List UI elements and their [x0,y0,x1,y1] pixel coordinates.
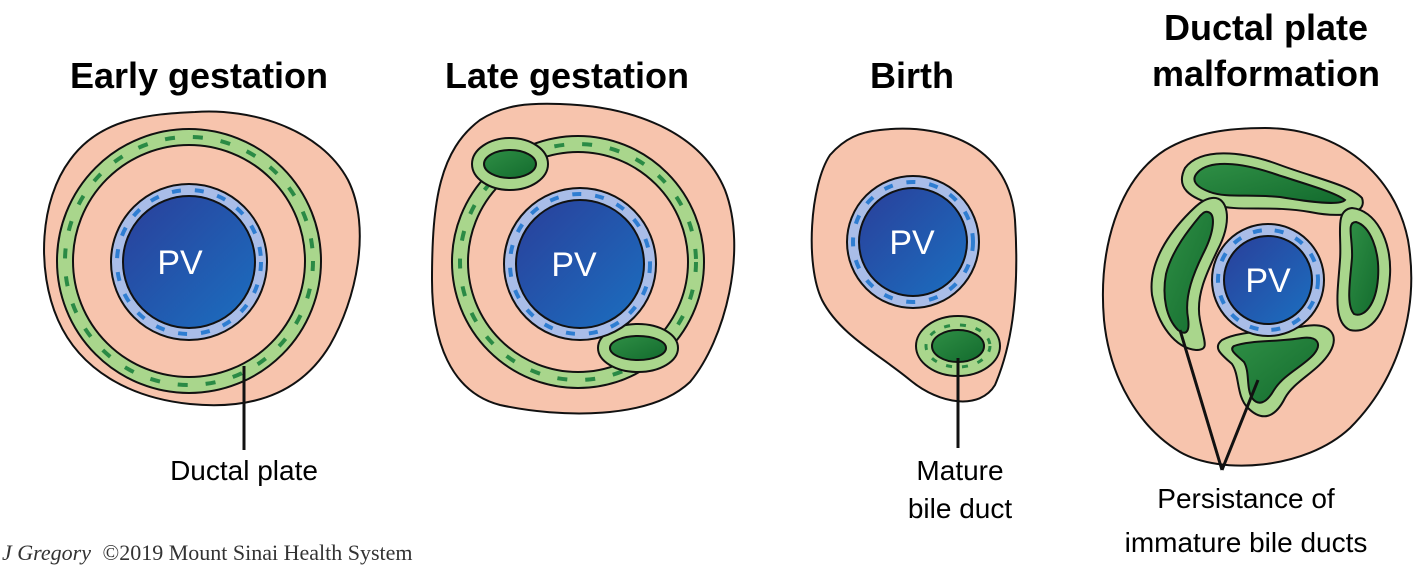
pv-label-early: PV [157,244,203,282]
portal-vein-late: PV [503,187,657,341]
portal-vein-malformation: PV [1211,223,1325,337]
callout-mature: Mature [916,455,1003,486]
callout-persistance-of: Persistance of [1157,483,1335,514]
immature-duct-top [1180,152,1364,216]
panel-title-malformation: malformation [1152,53,1380,94]
forming-duct-late-1 [471,137,549,191]
credit-copyright: ©2019 Mount Sinai Health System [103,540,413,565]
pv-label-malformation: PV [1245,262,1291,300]
panel-ductal-plate-malformation: Ductal plate malformation PV Persistance… [1101,7,1413,558]
callout-line-persistence-left [1178,329,1224,471]
immature-duct-left [1150,196,1228,352]
panel-title-late-gestation: Late gestation [445,55,689,96]
panel-title-early-gestation: Early gestation [70,55,328,96]
credit-author: J Gregory [2,540,91,565]
pv-label-late: PV [551,246,597,284]
panel-birth: Birth PV Mature bile duct [810,55,1018,524]
callout-immature-bile-ducts: immature bile ducts [1125,527,1368,558]
panel-late-gestation: Late gestation PV [430,55,736,415]
credit-line: J Gregory ©2019 Mount Sinai Health Syste… [2,540,413,565]
svg-text:J Gregory ©2019 Mount Si: J Gregory ©2019 Mount Sinai Health Syste… [2,540,413,565]
immature-duct-right [1336,206,1392,332]
ductal-plate-ring-early [56,128,322,394]
pv-label-birth: PV [889,224,935,262]
panel-title-ductal-plate: Ductal plate [1164,7,1368,48]
panel-title-birth: Birth [870,55,954,96]
callout-line-persistence-right [1220,379,1260,471]
panel-early-gestation: Early gestation PV Ductal plate [43,55,361,486]
ductal-plate-ring-late [451,135,705,389]
forming-duct-late-2 [597,323,679,373]
mature-bile-duct [915,315,1001,377]
callout-bile-duct: bile duct [908,493,1013,524]
immature-duct-bottom [1216,324,1335,418]
portal-vein-birth: PV [846,175,980,309]
portal-vein-early: PV [110,183,268,341]
callout-ductal-plate: Ductal plate [170,455,318,486]
